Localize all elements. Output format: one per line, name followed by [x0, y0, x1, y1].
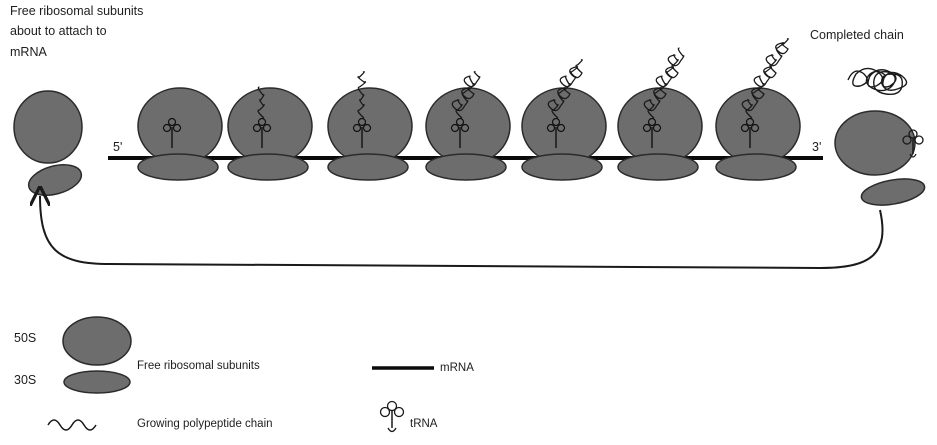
legend-polypeptide-icon	[48, 420, 96, 430]
ribosome-4	[426, 72, 510, 180]
completed-polypeptide	[848, 68, 907, 94]
legend-trna-label: tRNA	[410, 416, 437, 432]
ribosome-3	[328, 72, 412, 180]
large-subunit-right	[835, 111, 915, 175]
ribosome-small-subunit	[618, 154, 698, 180]
legend-30s-shape	[64, 371, 130, 393]
legend-50s-label: 50S	[14, 330, 36, 346]
ribosome-7	[716, 39, 800, 180]
small-subunit-right	[859, 175, 926, 210]
three-prime-label: 3'	[812, 139, 821, 155]
five-prime-label: 5'	[113, 139, 122, 155]
ribosome-1	[138, 88, 222, 180]
legend-shapes	[48, 317, 434, 432]
ribosome-small-subunit	[228, 154, 308, 180]
legend-mrna-label: mRNA	[440, 360, 474, 376]
ribosome-small-subunit	[138, 154, 218, 180]
ribosome-5	[522, 60, 606, 180]
ribosome-small-subunit	[328, 154, 408, 180]
legend-trna-icon	[381, 402, 404, 432]
ribosome-small-subunit	[426, 154, 506, 180]
legend-30s-label: 30S	[14, 372, 36, 388]
legend-polypeptide-label: Growing polypeptide chain	[137, 416, 273, 432]
ribosome-2	[228, 87, 312, 180]
free-subunits-label-line3: mRNA	[10, 44, 47, 60]
completed-chain-label: Completed chain	[810, 27, 904, 43]
free-subunits-label-line2: about to attach to	[10, 23, 107, 39]
free-subunits-left	[14, 91, 85, 201]
ribosome-small-subunit	[716, 154, 796, 180]
small-subunit-left	[25, 159, 84, 200]
recycle-arrow	[40, 196, 883, 268]
legend-50s-shape	[63, 317, 131, 365]
ribosome-6	[618, 48, 702, 180]
large-subunit-left	[14, 91, 82, 163]
legend-subunits-label: Free ribosomal subunits	[137, 358, 260, 374]
free-subunits-label-line1: Free ribosomal subunits	[10, 3, 143, 19]
completed-chain-group	[835, 68, 927, 209]
ribosome-small-subunit	[522, 154, 602, 180]
